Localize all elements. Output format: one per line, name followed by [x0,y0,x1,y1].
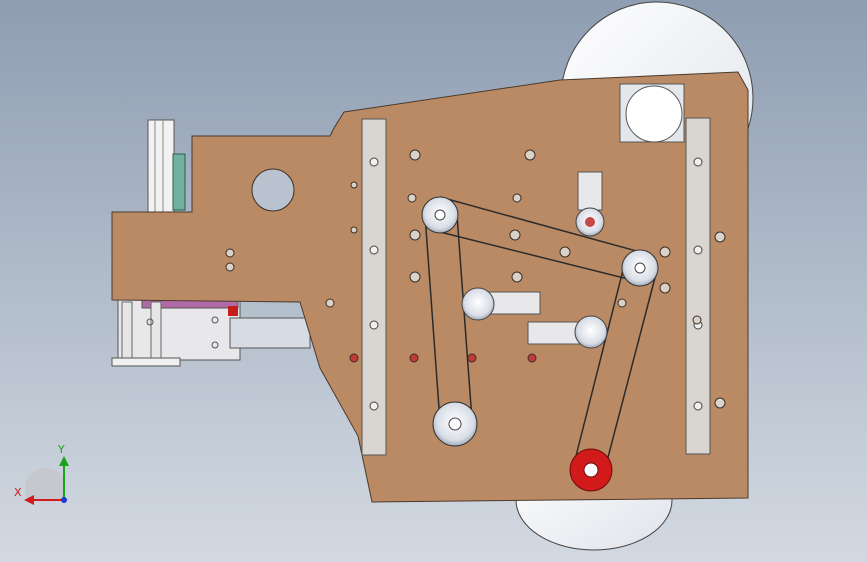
motor-housing[interactable] [619,83,685,143]
right-guide-rail [685,117,711,455]
left-mount-assembly[interactable] [111,119,311,367]
tensioner-upper[interactable] [575,171,605,237]
coordinate-triad: Y X [14,443,69,505]
left-guide-rail [361,118,387,456]
red-fasteners [349,353,537,363]
pulley-lower-left[interactable] [432,401,478,447]
x-axis-label: X [14,486,22,499]
tensioner-lower[interactable] [527,315,608,349]
mount-hole [251,168,295,212]
tensioner-middle[interactable] [461,287,541,321]
y-axis-label: Y [57,443,65,456]
timing-belts [424,196,658,466]
drive-pulley[interactable] [569,448,613,492]
pulley-right[interactable] [621,249,659,287]
fasteners [225,149,726,409]
pulley-upper-left[interactable] [421,196,459,234]
